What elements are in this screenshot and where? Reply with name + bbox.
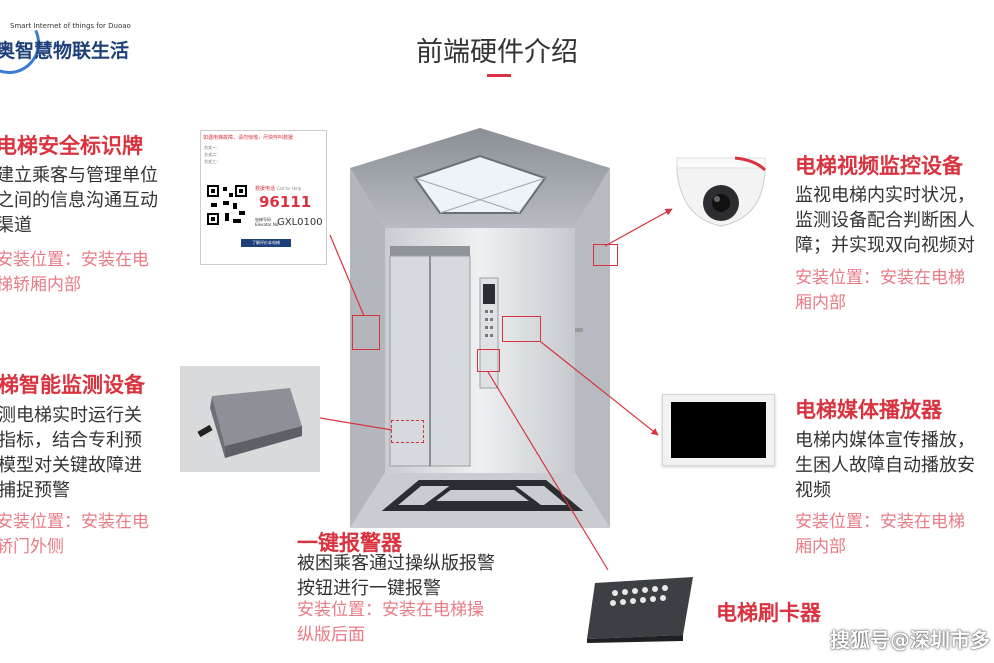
player-location-marker	[502, 316, 541, 342]
media-player-screen	[671, 402, 766, 458]
elevator-no-label-en: Elevator No.	[255, 222, 280, 227]
sign-desc-line1: 建立乘客与管理单位	[0, 165, 158, 186]
alarm-desc-line1: 被困乘客通过操纵版报警	[297, 553, 495, 574]
sign-desc-line2: 之间的信息沟通互动	[0, 190, 158, 211]
sign-desc-line3: 渠道	[0, 215, 32, 236]
alarm-desc-line2: 按钮进行一键报警	[297, 578, 441, 599]
sign-card-header: 如遇电梯故障，请勿惊慌，尽快呼叫救援	[203, 135, 294, 141]
sign-location-marker	[352, 315, 380, 350]
monitor-install-line1: 安装位置：安装在电	[0, 512, 149, 532]
alarm-title: 一键报警器	[297, 531, 402, 555]
dome-camera-icon	[676, 156, 767, 227]
player-title: 电梯媒体播放器	[795, 398, 942, 422]
camera-desc-line2: 监测设备配合判断困人	[795, 210, 975, 231]
monitor-desc-line4: 捕捉预警	[0, 480, 70, 501]
monitor-install-line2: 轿门外侧	[0, 537, 64, 557]
title-underline	[487, 74, 511, 77]
sign-card-method3: 方式三：	[204, 159, 220, 164]
alarm-install-line1: 安装位置：安装在电梯操	[297, 600, 484, 620]
camera-desc-line3: 障；并实现双向视频对	[795, 235, 975, 256]
sign-card-method1: 方式一：	[204, 145, 220, 150]
hotline-label: 救援电话	[255, 186, 276, 192]
monitor-desc-line2: 指标，结合专利预	[0, 430, 142, 451]
sign-title: 电梯安全标识牌	[0, 134, 143, 158]
monitor-desc-line1: 测电梯实时运行关	[0, 405, 142, 426]
sign-install-line2: 梯轿厢内部	[0, 275, 81, 295]
sign-install-line1: 安装位置：安装在电	[0, 250, 149, 270]
logo-chinese-text: 奥智慧物联生活	[0, 40, 130, 62]
camera-location-marker	[593, 244, 618, 266]
safety-sign-image: 如遇电梯故障，请勿惊慌，尽快呼叫救援 方式一： 方式二： 方式三： 救援电话 C…	[200, 130, 327, 265]
page-title: 前端硬件介绍	[416, 37, 578, 68]
qr-code-icon	[205, 183, 249, 227]
player-desc-line3: 视频	[795, 480, 831, 501]
card-reader-icon	[587, 577, 693, 643]
player-install-line1: 安装位置：安装在电梯	[795, 512, 965, 532]
player-desc-line1: 电梯内媒体宣传播放，	[795, 430, 975, 451]
alarm-location-marker	[477, 349, 500, 372]
monitoring-device-image	[180, 366, 320, 472]
camera-title: 电梯视频监控设备	[795, 154, 963, 178]
camera-install-line1: 安装位置：安装在电梯	[795, 268, 965, 288]
camera-desc-line1: 监视电梯内实时状况，	[795, 185, 975, 206]
hotline-number: 96111	[259, 193, 312, 211]
watermark: 搜狐号@深圳市多	[830, 628, 990, 652]
camera-install-line2: 厢内部	[795, 293, 846, 313]
hotline-label-en: Call for Help	[276, 186, 302, 191]
logo-english-text: Smart Internet of things for Duoao	[10, 22, 131, 30]
sign-card-method2: 方式二：	[204, 152, 220, 157]
monitoring-device-icon	[197, 388, 302, 458]
card-reader-title: 电梯刷卡器	[716, 601, 821, 625]
player-install-line2: 厢内部	[795, 537, 846, 557]
media-player-image	[662, 394, 775, 466]
monitor-title: 梯智能监测设备	[0, 373, 145, 397]
monitor-location-marker	[391, 420, 424, 443]
monitor-desc-line3: 模型对关键故障进	[0, 455, 142, 476]
alarm-install-line2: 纵版后面	[297, 625, 365, 645]
elevator-no-label: 电梯号码	[255, 217, 271, 222]
sign-card-footer: 了解评价本电梯	[241, 239, 291, 247]
elevator-cabin-illustration	[350, 128, 610, 528]
brand-logo: Smart Internet of things for Duoao 奥智慧物联…	[0, 3, 140, 83]
elevator-code: GXL0100	[277, 217, 323, 228]
player-desc-line2: 生困人故障自动播放安	[795, 455, 975, 476]
